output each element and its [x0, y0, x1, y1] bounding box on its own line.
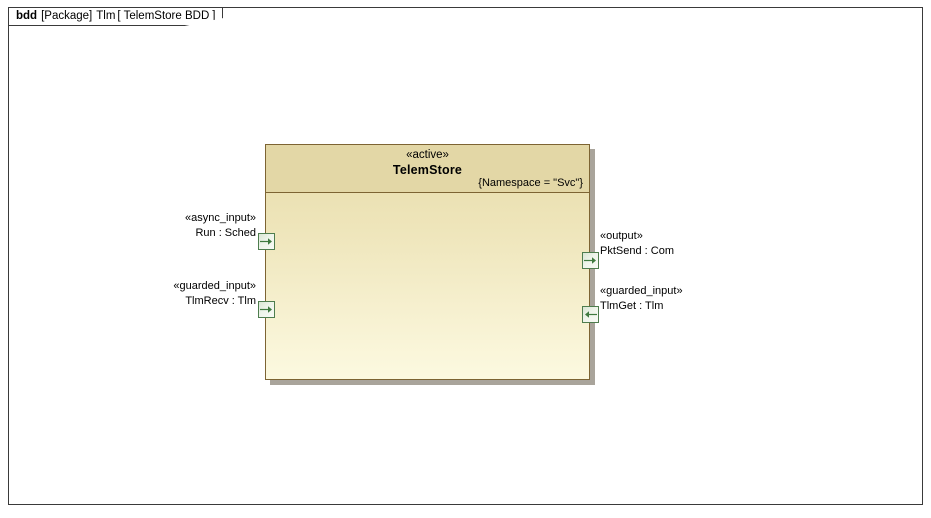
- port-label-pktsend: «output» PktSend : Com: [600, 229, 800, 259]
- block-constraint: {Namespace = "Svc"}: [478, 177, 583, 189]
- port-stereotype-tlmrecv: «guarded_input»: [173, 280, 256, 292]
- bracket-close: ]: [212, 9, 216, 22]
- arrow-left-icon: [584, 310, 597, 319]
- port-tlmget[interactable]: [582, 306, 599, 323]
- port-run[interactable]: [258, 233, 275, 250]
- port-tlmrecv[interactable]: [258, 301, 275, 318]
- port-name-pktsend: PktSend : Com: [600, 245, 674, 257]
- block-telemstore[interactable]: «active» TelemStore {Namespace = "Svc"}: [265, 144, 590, 380]
- bracket-open: [: [117, 9, 121, 22]
- port-pktsend[interactable]: [582, 252, 599, 269]
- diagram-package-name: Tlm: [96, 9, 116, 22]
- block-header-compartment: «active» TelemStore {Namespace = "Svc"}: [266, 145, 589, 193]
- port-label-tlmrecv: «guarded_input» TlmRecv : Tlm: [98, 279, 256, 309]
- port-label-tlmget: «guarded_input» TlmGet : Tlm: [600, 284, 800, 314]
- port-stereotype-run: «async_input»: [185, 212, 256, 224]
- diagram-title: TelemStore BDD: [123, 9, 210, 22]
- port-name-run: Run : Sched: [195, 227, 256, 239]
- arrow-right-icon: [260, 237, 273, 246]
- diagram-kind-label: bdd: [16, 9, 38, 22]
- block-name: TelemStore: [392, 163, 463, 177]
- diagram-scope-label: [Package]: [41, 9, 93, 22]
- arrow-right-icon: [260, 305, 273, 314]
- port-name-tlmrecv: TlmRecv : Tlm: [185, 295, 256, 307]
- port-stereotype-pktsend: «output»: [600, 230, 643, 242]
- arrow-right-icon: [584, 256, 597, 265]
- port-stereotype-tlmget: «guarded_input»: [600, 285, 683, 297]
- port-label-run: «async_input» Run : Sched: [98, 211, 256, 241]
- port-name-tlmget: TlmGet : Tlm: [600, 300, 664, 312]
- block-stereotype: «active»: [406, 149, 449, 161]
- diagram-frame-header-tab[interactable]: bdd [Package] Tlm [ TelemStore BDD ]: [8, 7, 224, 26]
